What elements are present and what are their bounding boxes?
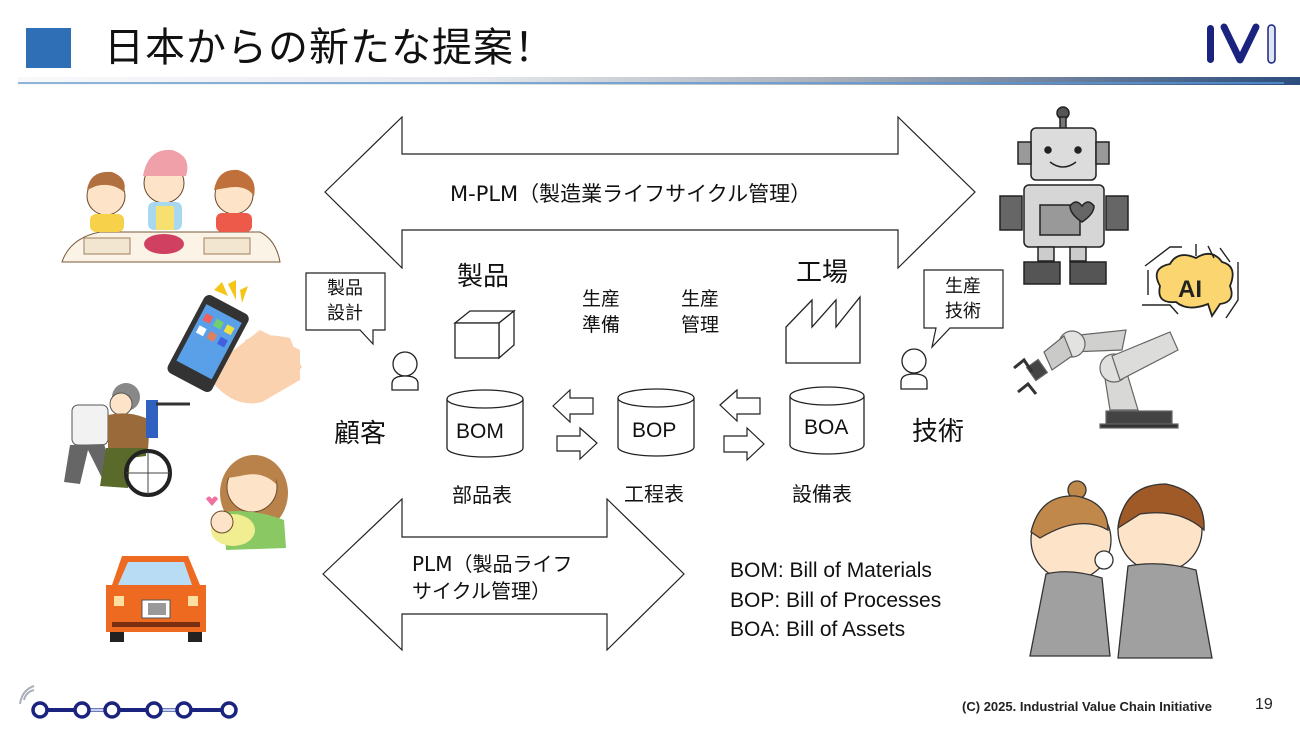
production-mgmt-label: 生産 管理 [681,288,720,336]
bop-database-icon [617,388,695,457]
legend-item-bop: BOP: Bill of Processes [730,588,942,612]
legend-item-bom: BOM: Bill of Materials [730,559,932,582]
smartphone-illustration [167,280,302,404]
technology-speech-bubble [923,269,1004,349]
factory-icon [785,295,861,364]
customer-person-icon [391,351,419,391]
ai-badge-text: AI [1178,276,1202,303]
title-accent-square [26,28,71,68]
bom-database-icon [446,389,524,458]
bom-caption: 部品表 [452,483,512,507]
boa-caption: 設備表 [792,482,852,506]
family-meal-illustration [61,149,281,263]
factory-workers-illustration [1029,480,1213,659]
product-box-icon [453,309,516,360]
page-title: 日本からの新たな提案！ [104,25,555,71]
bop-to-bom-arrow [552,388,594,424]
production-prep-label: 生産 準備 [582,288,621,336]
title-divider [18,77,1300,85]
boa-label: BOA [804,416,849,439]
plm-arrow-label: PLM（製品ライフ サイクル管理） [412,552,573,603]
robot-illustration [999,106,1129,285]
bom-to-bop-arrow [556,426,598,461]
plm-double-arrow [322,497,685,652]
customer-speech-bubble [305,272,386,346]
mplm-double-arrow [324,115,976,270]
ivi-chain-logo [19,685,238,719]
caregiver-wheelchair-illustration [64,383,190,497]
mother-baby-illustration [206,455,288,550]
ivi-logo [1207,23,1276,64]
mplm-arrow-label: M-PLM（製造業ライフサイクル管理） [450,182,812,206]
bop-caption: 工程表 [624,482,684,506]
customer-label: 顧客 [334,419,387,449]
technology-person-icon [900,348,928,390]
ai-brain-illustration: AI [1142,244,1239,319]
legend-item-boa: BOA: Bill of Assets [730,618,906,641]
technology-label: 技術 [912,417,965,447]
abbreviation-legend: BOM: Bill of Materials BOP: Bill of Proc… [730,556,941,645]
bop-to-boa-arrow [723,426,765,462]
customer-bubble-text: 製品 設計 [327,278,363,324]
technology-bubble-text: 生産 技術 [945,276,981,322]
page-number: 19 [1255,696,1273,713]
bom-label: BOM [456,420,504,443]
product-label: 製品 [457,262,510,292]
bop-label: BOP [632,419,677,442]
boa-to-bop-arrow [719,388,761,423]
orange-car-illustration [106,556,206,642]
copyright-text: (C) 2025. Industrial Value Chain Initiat… [962,699,1212,714]
title-divider-line [18,82,1284,84]
boa-database-icon [789,386,865,455]
robot-arm-illustration [1013,329,1179,429]
factory-label: 工場 [796,258,849,288]
